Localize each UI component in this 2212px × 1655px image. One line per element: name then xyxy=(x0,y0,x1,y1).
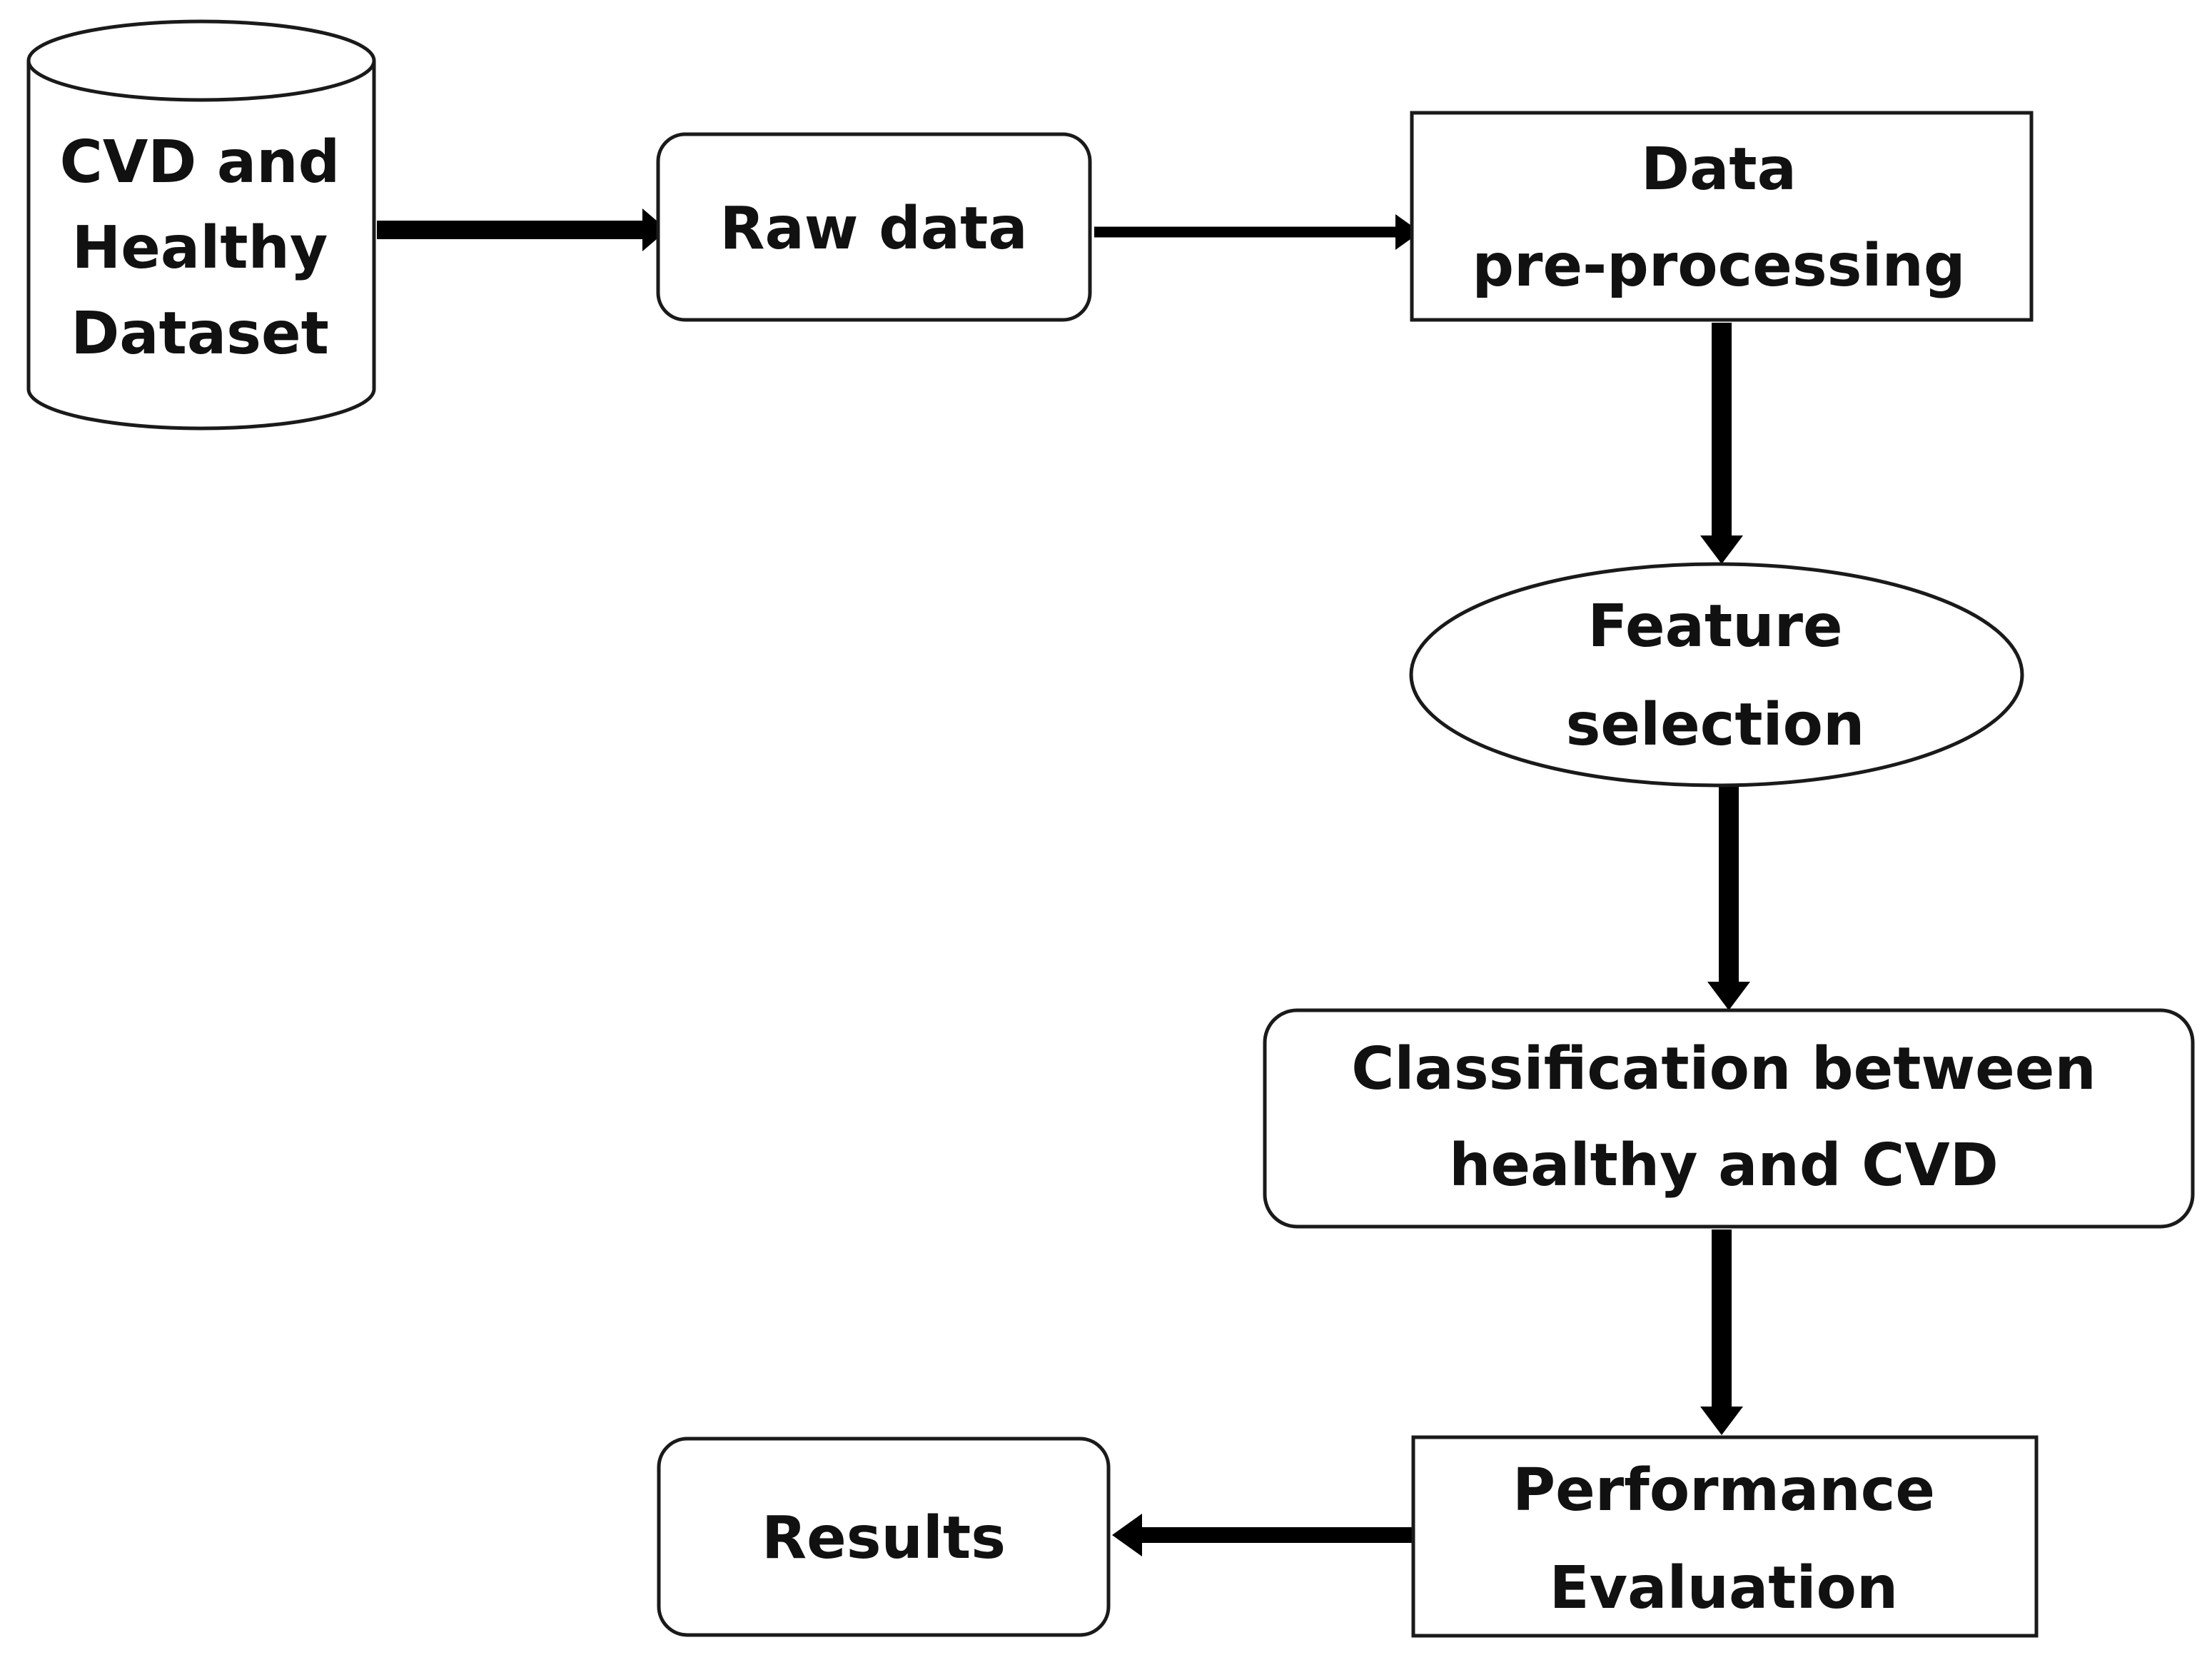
node-performance-label-line-2: Evaluation xyxy=(1550,1554,1899,1622)
edge-feature-selection-to-classification xyxy=(1707,787,1750,1010)
node-results: Results xyxy=(657,1437,1111,1637)
node-feature-selection: Feature selection xyxy=(1409,562,2024,788)
edges xyxy=(377,208,1750,1556)
node-raw-data-label: Raw data xyxy=(719,195,1027,263)
node-dataset-label-line-3: Dataset xyxy=(71,300,329,368)
node-classification-label-line-1: Classification between xyxy=(1351,1035,2096,1103)
node-performance-label-line-1: Performance xyxy=(1512,1457,1935,1524)
node-performance: Performance Evaluation xyxy=(1411,1435,2039,1638)
node-raw-data: Raw data xyxy=(656,132,1092,322)
node-preprocessing: Data pre-processing xyxy=(1410,111,2034,322)
edge-dataset-to-raw-data xyxy=(377,208,667,251)
node-dataset-label-line-1: CVD and xyxy=(60,129,340,196)
node-preprocessing-label-line-1: Data xyxy=(1641,136,1797,203)
edge-classification-to-performance xyxy=(1700,1229,1743,1435)
node-classification: Classification between healthy and CVD xyxy=(1263,1008,2195,1229)
node-preprocessing-label-line-2: pre-processing xyxy=(1472,232,1965,300)
edge-preprocessing-to-feature-selection xyxy=(1700,323,1743,564)
node-classification-label-line-2: healthy and CVD xyxy=(1449,1132,1999,1199)
node-feature-selection-label-line-2: selection xyxy=(1566,691,1865,759)
edge-raw-data-to-preprocessing xyxy=(1094,214,1420,250)
node-results-label: Results xyxy=(762,1504,1006,1572)
node-feature-selection-label-line-1: Feature xyxy=(1587,593,1842,660)
edge-performance-to-results xyxy=(1112,1514,1413,1556)
node-dataset: CVD and Healthy Dataset xyxy=(26,19,376,431)
node-dataset-label-line-2: Healthy xyxy=(72,214,328,282)
